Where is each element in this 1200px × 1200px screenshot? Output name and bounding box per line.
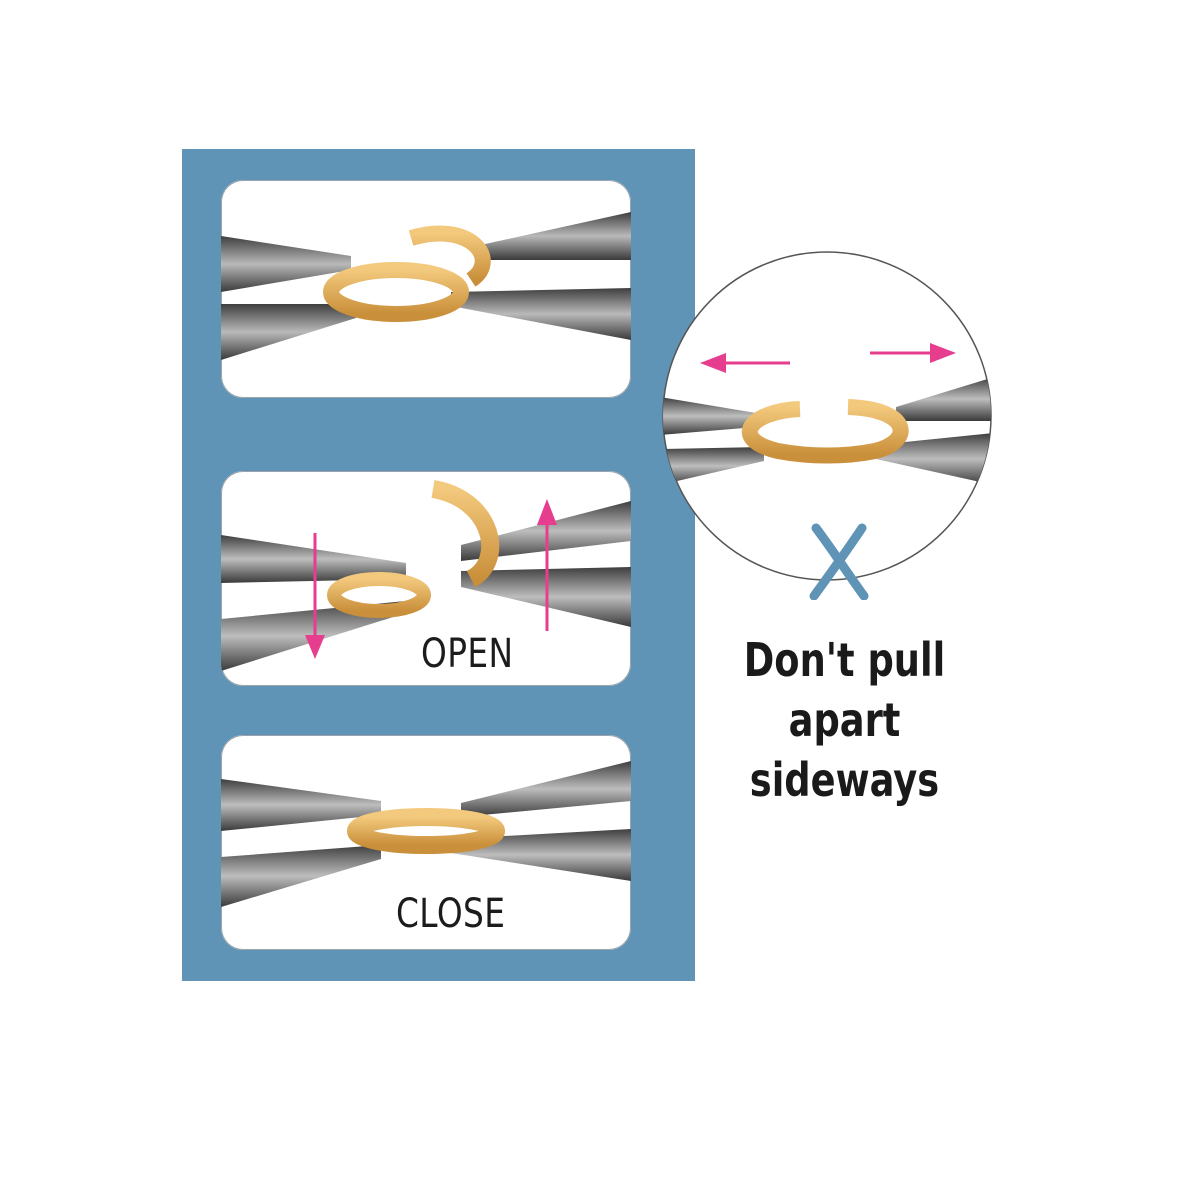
warning-line-1: Don't pull <box>743 633 946 687</box>
warning-text: Don't pull apart sideways <box>707 630 983 810</box>
pliers-holding-ring-illustration <box>221 212 631 360</box>
pliers-opening-ring-illustration <box>221 480 631 671</box>
wrong-technique-illustration <box>660 249 994 583</box>
warning-line-2: apart sideways <box>749 693 940 807</box>
step-card-close: CLOSE <box>221 735 631 950</box>
pliers-closing-ring-illustration <box>221 761 631 907</box>
open-label: OPEN <box>421 631 514 677</box>
step-card-open: OPEN <box>221 471 631 686</box>
step-card-hold <box>221 180 631 398</box>
x-mark-icon <box>806 522 872 601</box>
close-label: CLOSE <box>396 891 506 937</box>
